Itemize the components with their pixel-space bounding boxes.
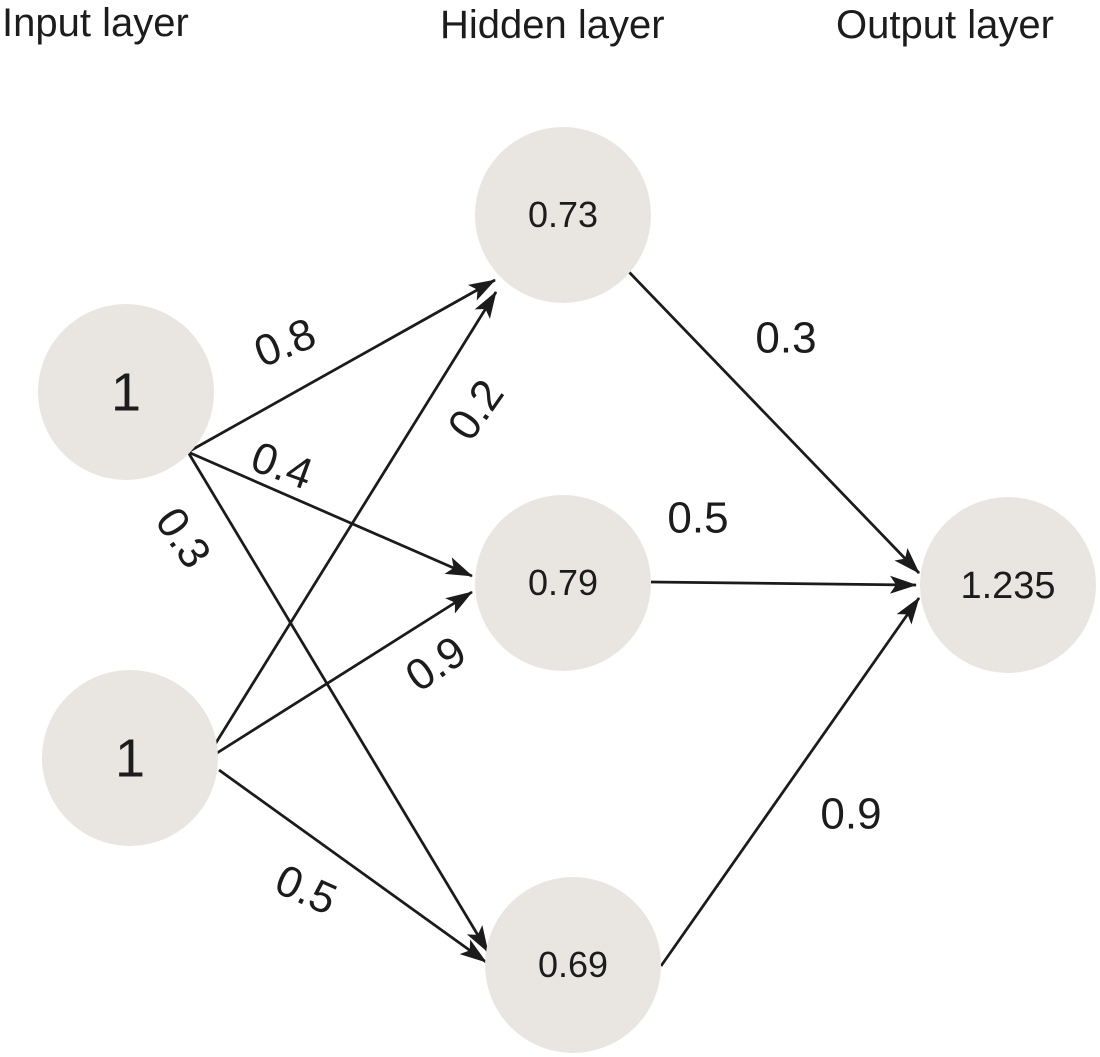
layer-titles: Input layer Hidden layer Output layer [2,1,1054,47]
edge-weight-hidden3-output: 0.9 [820,790,881,839]
node-value-input-2: 1 [115,728,145,788]
node-value-hidden-3: 0.69 [538,944,608,985]
node-input-2 [42,670,218,846]
layer-label-output: Output layer [836,3,1054,47]
edge-input1-hidden1 [187,278,496,454]
layer-label-input: Input layer [2,1,189,45]
node-hidden-3 [485,877,661,1053]
node-value-hidden-2: 0.79 [528,562,598,603]
edge-weight-hidden2-output: 0.5 [667,494,728,543]
edge-hidden3-output [659,597,921,967]
edge-weight-input1-hidden3: 0.3 [146,499,221,577]
node-value-hidden-1: 0.73 [528,194,598,235]
edge-weight-input1-hidden1: 0.8 [247,309,322,377]
edge-input2-hidden2 [216,590,473,755]
nodes-layer: 1 1 0.73 0.79 0.69 1.235 [38,127,1096,1053]
edge-weight-hidden1-output: 0.3 [755,314,816,363]
node-value-input-1: 1 [111,362,141,422]
node-value-output-1: 1.235 [960,565,1055,607]
edges-layer [186,271,921,967]
edge-weight-input2-hidden2: 0.9 [397,627,475,702]
edge-hidden2-output [650,575,917,594]
edge-hidden1-output [628,271,920,574]
edge-input1-hidden2 [187,450,473,578]
node-input-1 [38,304,214,480]
edge-input2-hidden1 [212,291,498,747]
node-hidden-2 [475,495,651,671]
edge-weight-input2-hidden1: 0.2 [438,371,513,449]
edge-weight-input2-hidden3: 0.5 [268,855,344,925]
edge-input1-hidden3 [186,451,490,953]
edge-input2-hidden3 [218,768,487,964]
edge-weight-input1-hidden2: 0.4 [245,433,319,500]
node-hidden-1 [475,127,651,303]
layer-label-hidden: Hidden layer [440,3,665,47]
node-output-1 [920,497,1096,673]
